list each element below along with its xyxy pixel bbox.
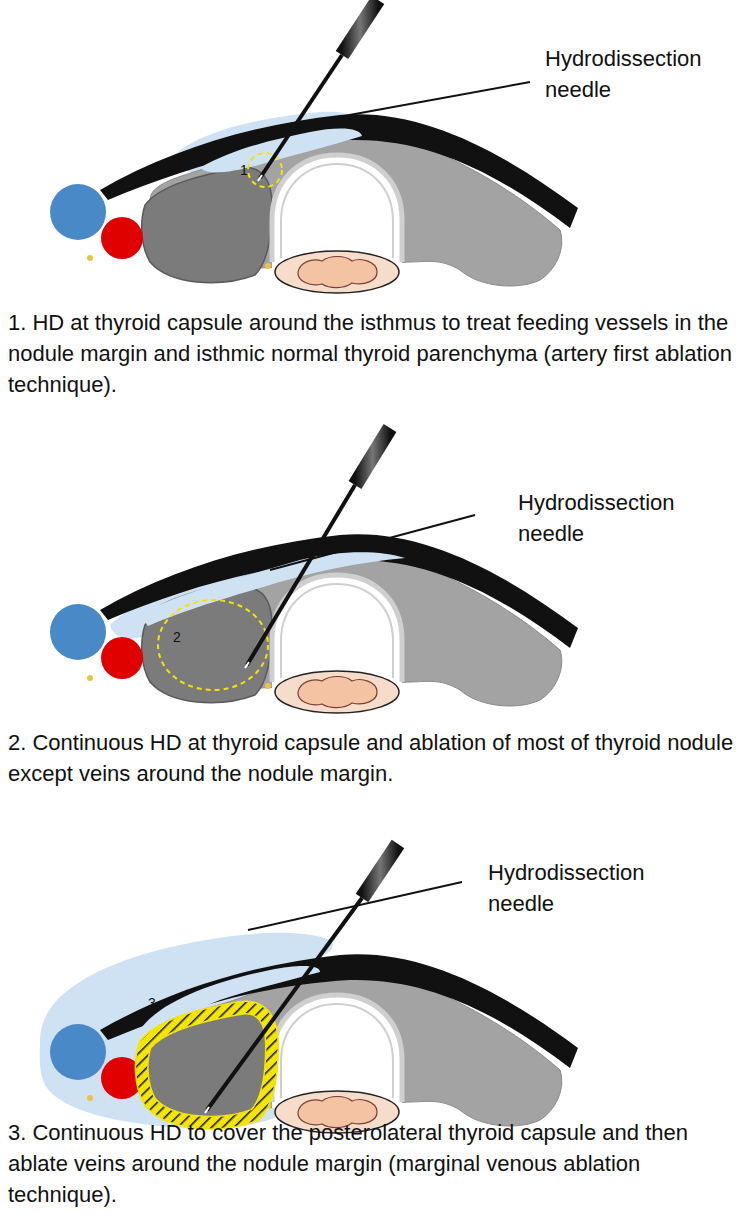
panel-caption: 2. Continuous HD at thyroid capsule and … [8, 728, 748, 790]
panel-caption: 3. Continuous HD to cover the posterolat… [8, 1118, 748, 1210]
panel-two [50, 428, 578, 713]
callout-number: 3 [148, 996, 168, 1011]
panel-caption: 1. HD at thyroid capsule around the isth… [8, 308, 748, 400]
callout-number: 1 [240, 163, 260, 178]
panel-one [50, 0, 578, 293]
needle-label: Hydrodissection needle [518, 488, 718, 550]
callout-number: 2 [173, 630, 193, 645]
needle-label: Hydrodissection needle [488, 858, 688, 920]
panel-three [40, 844, 578, 1133]
needle-label: Hydrodissection needle [545, 44, 745, 106]
